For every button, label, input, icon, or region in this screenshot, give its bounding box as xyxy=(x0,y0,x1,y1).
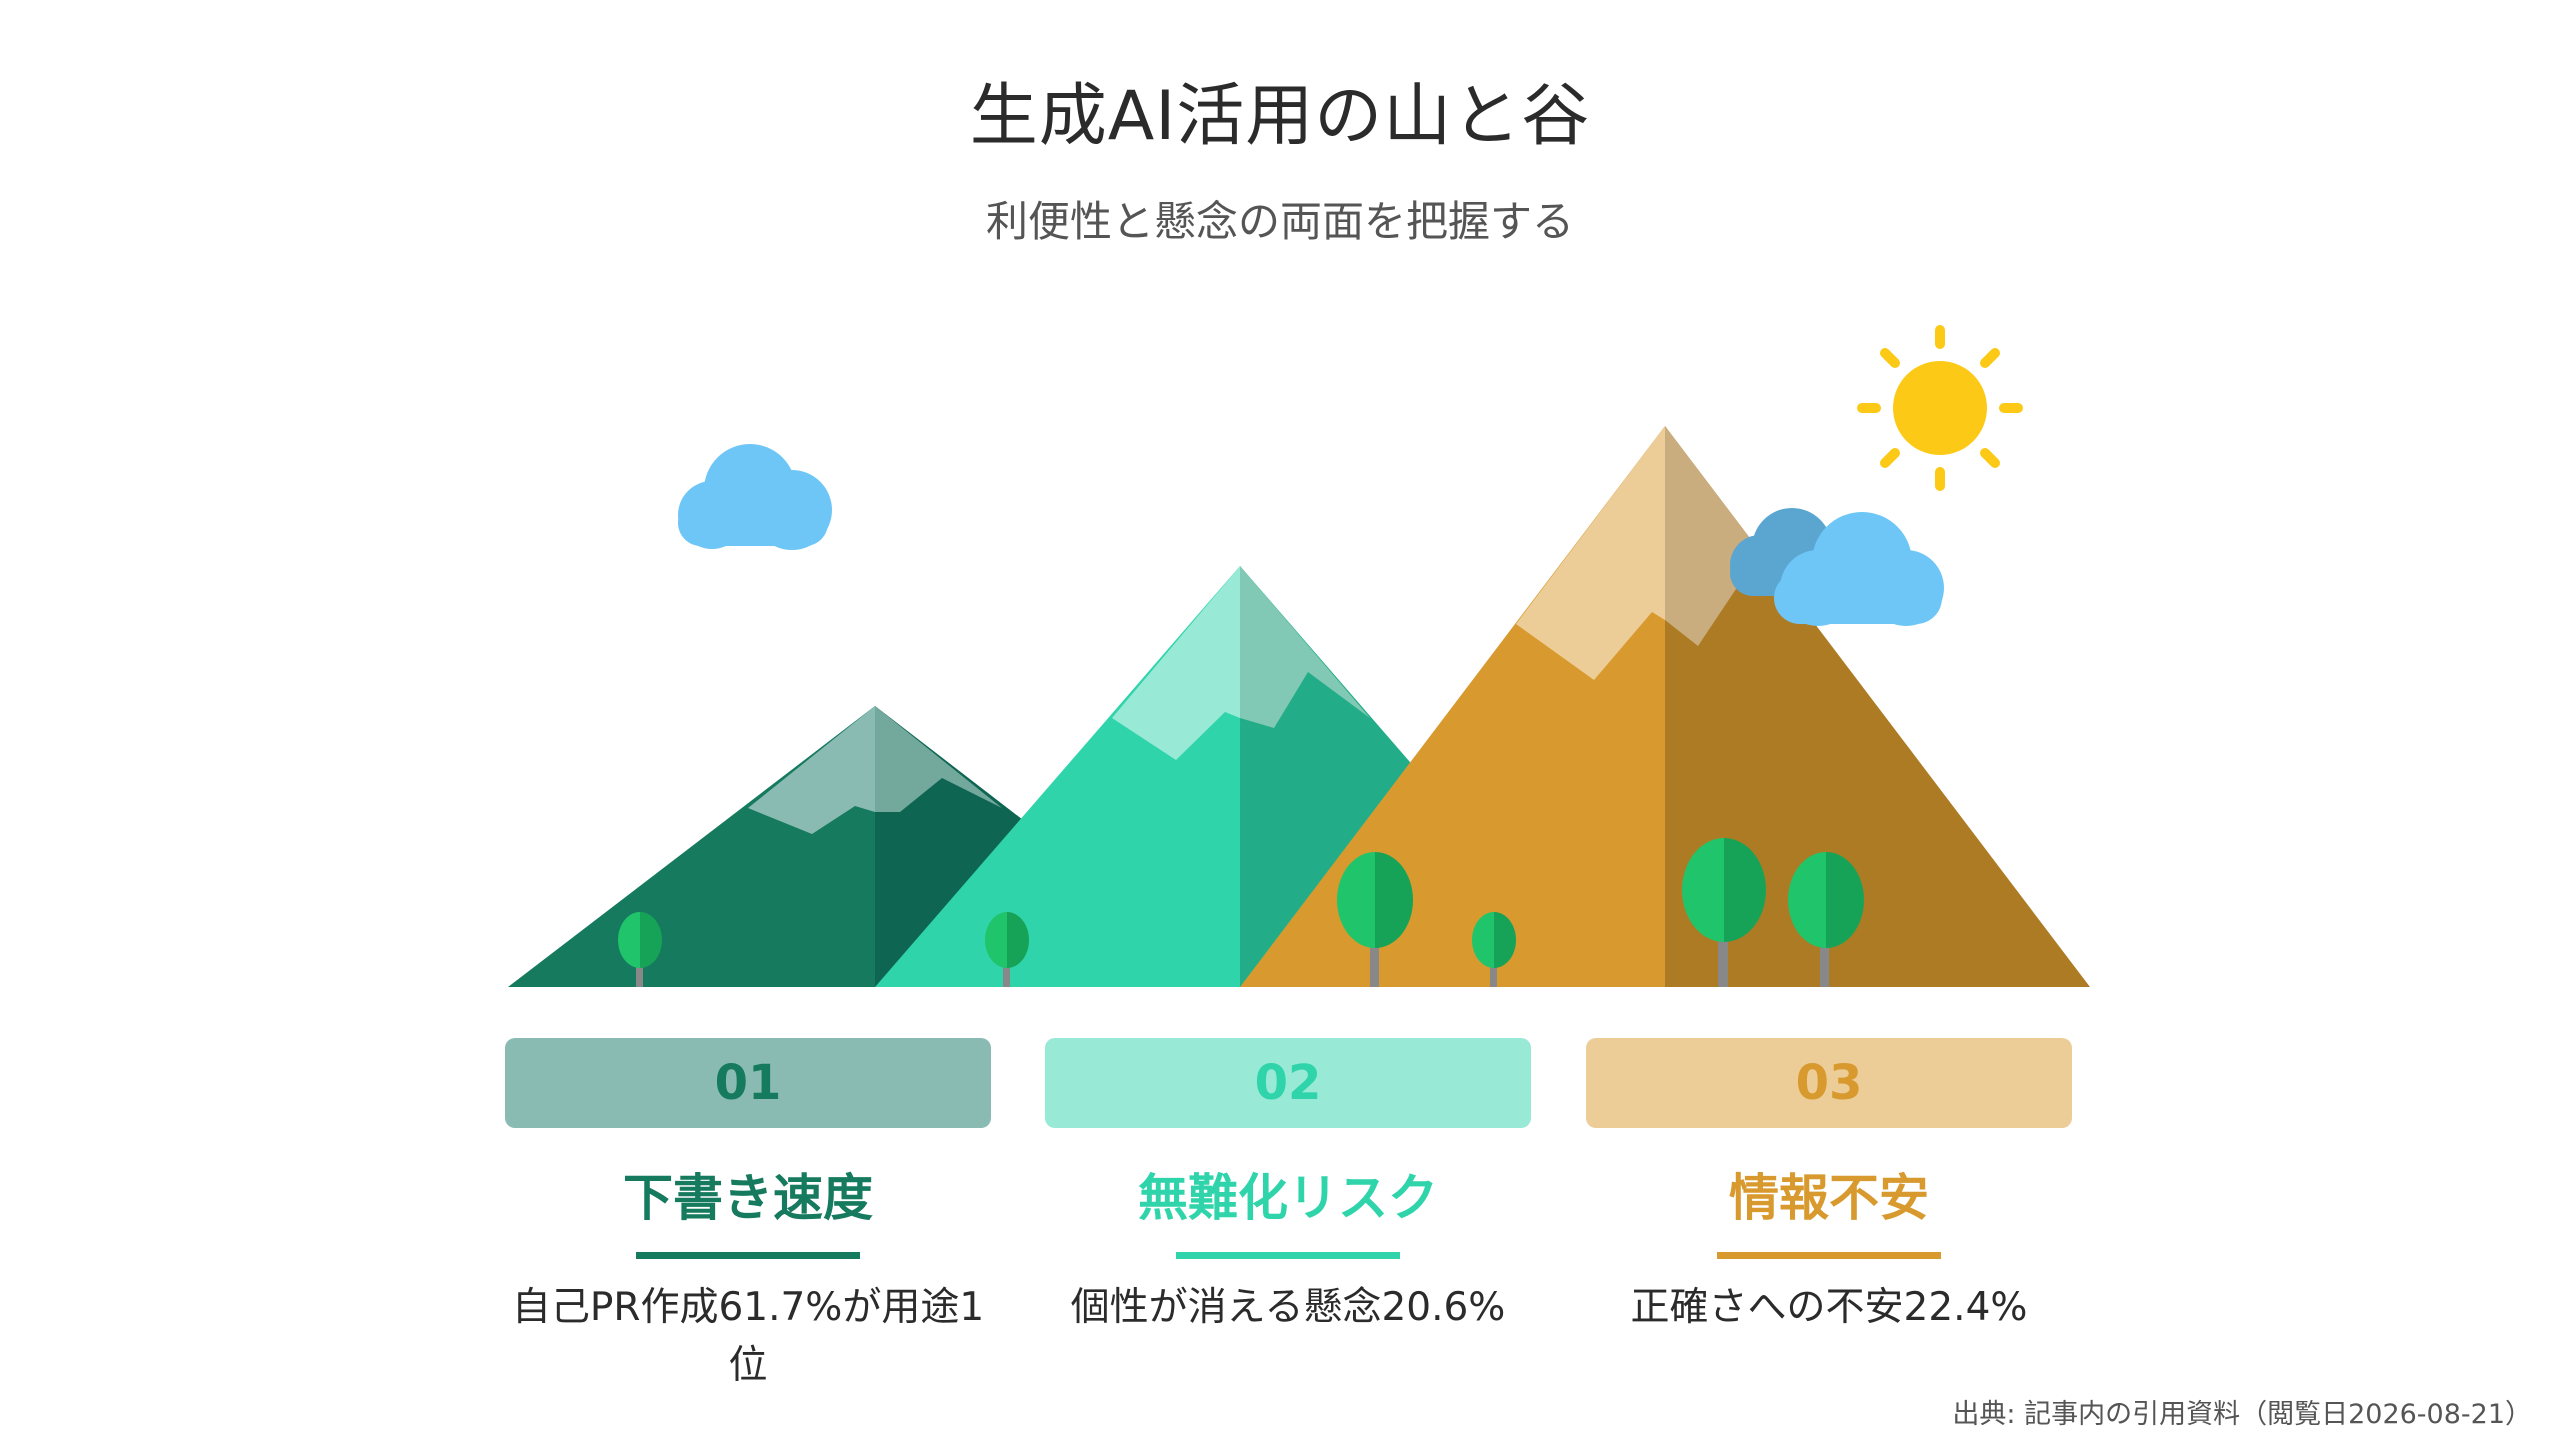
item-description: 個性が消える懸念20.6% xyxy=(1070,1285,1506,1330)
tree-icon xyxy=(618,912,662,987)
heading-underline xyxy=(1717,1252,1941,1259)
item-description: 自己PR作成61.7%が用途1位 xyxy=(511,1285,985,1388)
item-heading: 下書き速度 xyxy=(623,1169,873,1227)
heading-underline xyxy=(636,1252,860,1259)
tree-icon xyxy=(1472,912,1516,987)
page-subtitle: 利便性と懸念の両面を把握する xyxy=(985,197,1574,246)
tree-icon xyxy=(1682,838,1766,987)
item-card-2: 02 無難化リスク 個性が消える懸念20.6% xyxy=(1045,1038,1531,1337)
cloud-icon xyxy=(678,444,832,550)
cloud-icon xyxy=(1730,508,1944,626)
sun-icon xyxy=(1857,325,2023,491)
item-number: 01 xyxy=(505,1038,991,1128)
page-title: 生成AI活用の山と谷 xyxy=(969,77,1591,156)
item-description: 正確さへの不安22.4% xyxy=(1630,1285,2028,1330)
source-note: 出典: 記事内の引用資料（閲覧日2026-08-21） xyxy=(1952,1399,2532,1430)
tree-icon xyxy=(1337,852,1413,987)
item-card-1: 01 下書き速度 自己PR作成61.7%が用途1位 xyxy=(505,1038,991,1395)
tree-icon xyxy=(1788,852,1864,987)
item-card-3: 03 情報不安 正確さへの不安22.4% xyxy=(1586,1038,2072,1337)
item-number: 03 xyxy=(1586,1038,2072,1128)
item-heading: 無難化リスク xyxy=(1138,1169,1438,1227)
item-number: 02 xyxy=(1045,1038,1531,1128)
item-heading: 情報不安 xyxy=(1729,1169,1929,1227)
tree-icon xyxy=(985,912,1029,987)
heading-underline xyxy=(1176,1252,1400,1259)
